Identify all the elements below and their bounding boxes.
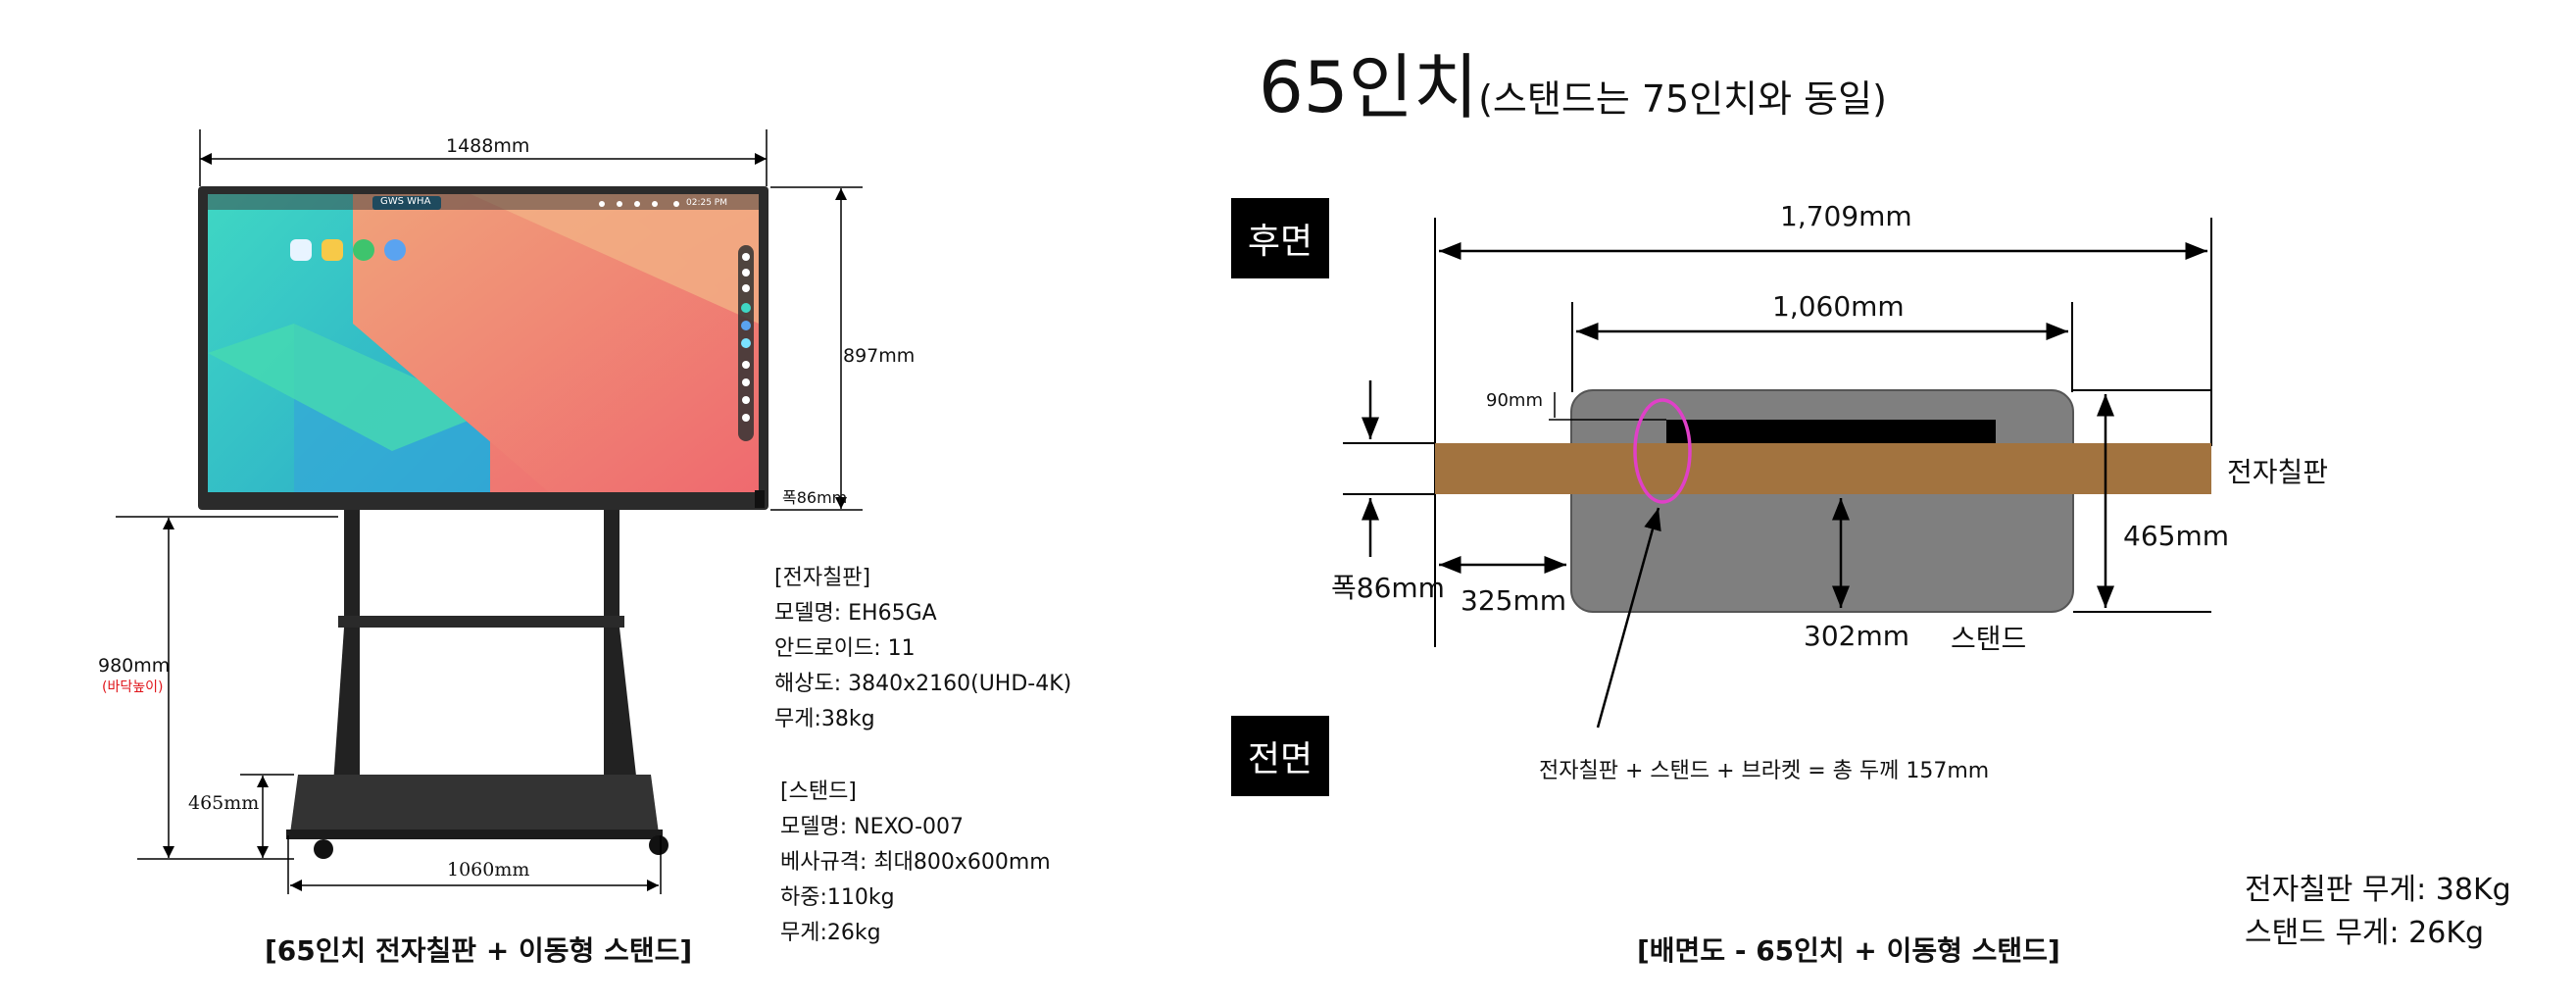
stand-base: [290, 775, 659, 833]
stand-spec-line: 베사규격: 최대800x600mm: [780, 850, 1051, 875]
page-title: 65인치(스탠드는 75인치와 동일): [1259, 29, 1887, 132]
left-caption: [65인치 전자칠판 + 이동형 스탠드]: [265, 934, 693, 967]
app-icon: [322, 239, 343, 261]
right-caption: [배면도 - 65인치 + 이동형 스탠드]: [1637, 934, 2060, 967]
board-label: 전자칠판: [2227, 456, 2329, 488]
rear-tag: 후면: [1231, 198, 1329, 278]
dim-floor-label: 980mm: [98, 655, 171, 677]
stand-spec-line: 모델명: NEXO-007: [780, 815, 965, 839]
stand-label: 스탠드: [1951, 623, 2027, 655]
app-icon: [290, 239, 312, 261]
dim-base-label: 1060mm: [447, 859, 530, 880]
app-icon: [353, 239, 374, 261]
dim-total-label: 1,709mm: [1780, 200, 1912, 232]
rear-view-diagram: [1343, 218, 2212, 729]
front-tag: 전면: [1231, 716, 1329, 796]
app-icon: [384, 239, 406, 261]
title-main: 65인치: [1259, 46, 1479, 128]
dim-325-label: 325mm: [1461, 584, 1566, 617]
board-spec-line: 모델명: EH65GA: [774, 601, 937, 626]
dim-stand-label: 1,060mm: [1772, 290, 1905, 323]
highlight-ellipse: [1633, 398, 1692, 504]
screen-brand: GWS WHA: [380, 196, 431, 207]
dim-floor-note: (바닥높이): [102, 679, 164, 695]
bracket: [1666, 420, 1996, 443]
mobile-stand-drawing: [116, 510, 669, 894]
dim-depth-label: 폭86mm: [782, 488, 848, 507]
note-pointer-arrow: [1596, 507, 1661, 729]
board-spec-line: 무게:38kg: [774, 707, 875, 731]
thickness-note: 전자칠판 + 스탠드 + 브라켓 = 총 두께 157mm: [1539, 759, 1990, 783]
monitor-drawing: [198, 129, 863, 511]
board-spec-heading: [전자칠판]: [774, 566, 871, 590]
wheel: [649, 835, 669, 855]
board-spec-line: 해상도: 3840x2160(UHD-4K): [774, 672, 1072, 696]
stand-spec-heading: [스탠드]: [780, 780, 857, 804]
wheel: [314, 839, 333, 859]
stand-spec: [스탠드] 모델명: NEXO-007 베사규격: 최대800x600mm 하중…: [780, 775, 1051, 951]
board-bar: [1435, 443, 2211, 494]
title-sub: (스탠드는 75인치와 동일): [1478, 77, 1887, 121]
board-spec: [전자칠판] 모델명: EH65GA 안드로이드: 11 해상도: 3840x2…: [774, 561, 1071, 737]
dim-height-label: 897mm: [843, 345, 916, 367]
brand-badge: [372, 196, 441, 210]
dim-depth-right-label: 폭86mm: [1331, 572, 1445, 604]
dim-shelf-label: 465mm: [188, 792, 260, 814]
dim-302-label: 302mm: [1804, 620, 1909, 652]
board-spec-line: 안드로이드: 11: [774, 636, 916, 661]
weight-stand: 스탠드 무게: 26Kg: [2245, 916, 2485, 950]
stand-shelf: [338, 616, 624, 628]
weight-board: 전자칠판 무게: 38Kg: [2245, 873, 2511, 907]
stand-spec-line: 무게:26kg: [780, 921, 881, 945]
stand-spec-line: 하중:110kg: [780, 885, 895, 910]
dim-width-label: 1488mm: [446, 135, 530, 157]
dim-90-label: 90mm: [1486, 390, 1543, 411]
screen-time: 02:25 PM: [686, 198, 727, 208]
dim-465-label: 465mm: [2123, 520, 2229, 552]
